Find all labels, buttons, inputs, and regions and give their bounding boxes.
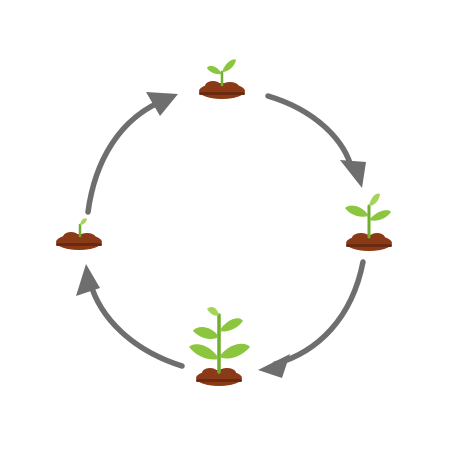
stage-3-large-seedling-icon xyxy=(189,307,250,386)
arrow-right-to-bottom xyxy=(258,259,366,378)
stage-2-growing-seedling-icon xyxy=(345,193,392,251)
arrow-bottom-to-left xyxy=(76,264,185,369)
stage-1-small-sprout-icon xyxy=(199,59,245,99)
stage-4-tiny-sprout-icon xyxy=(56,218,102,250)
arrow-top-to-right xyxy=(265,93,366,188)
arrow-left-to-top xyxy=(85,92,178,215)
cycle-arrows xyxy=(76,92,366,378)
